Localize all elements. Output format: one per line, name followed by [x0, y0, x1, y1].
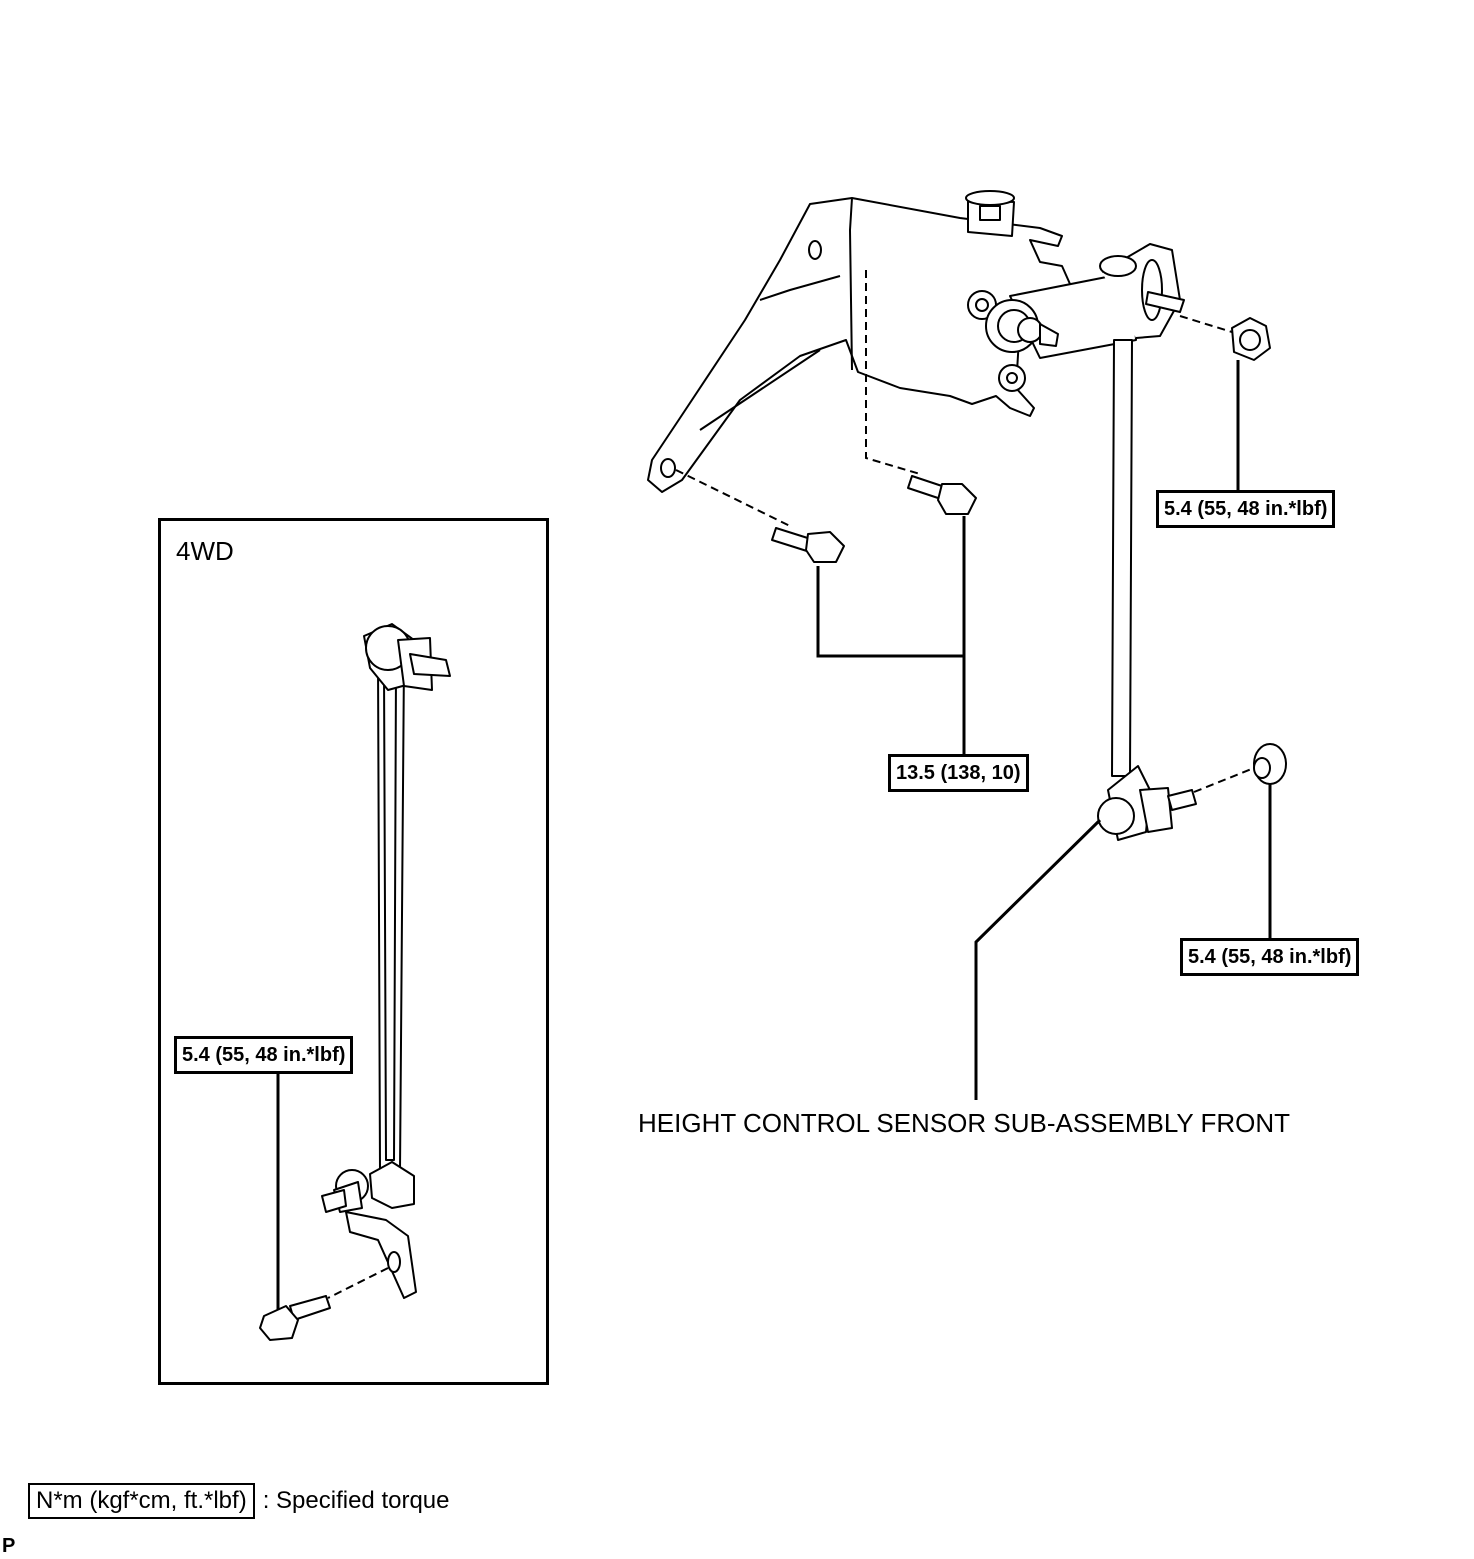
part-name-label: HEIGHT CONTROL SENSOR SUB-ASSEMBLY FRONT	[638, 1108, 1291, 1138]
torque-label-bracket-bolts: 13.5 (138, 10)	[888, 754, 1029, 792]
lower-nut	[1253, 743, 1287, 785]
bracket-bolt-right	[907, 475, 977, 515]
corner-mark: P	[2, 1535, 16, 1557]
upper-nut	[1231, 317, 1271, 361]
4wd-inset-frame	[158, 518, 549, 1385]
torque-label-lower-nut: 5.4 (55, 48 in.*lbf)	[1180, 938, 1360, 976]
legend-unit-box: N*m (kgf*cm, ft.*lbf)	[28, 1483, 255, 1519]
torque-label-inset-bolt: 5.4 (55, 48 in.*lbf)	[174, 1036, 354, 1074]
torque-label-upper-nut: 5.4 (55, 48 in.*lbf)	[1156, 490, 1336, 528]
bracket-bolt-left	[771, 527, 845, 563]
link-rod	[1111, 339, 1133, 777]
torque-legend: N*m (kgf*cm, ft.*lbf) : Specified torque	[28, 1482, 450, 1520]
inset-title: 4WD	[176, 536, 234, 566]
sensor-bracket	[647, 197, 1071, 493]
legend-description: : Specified torque	[262, 1487, 450, 1514]
